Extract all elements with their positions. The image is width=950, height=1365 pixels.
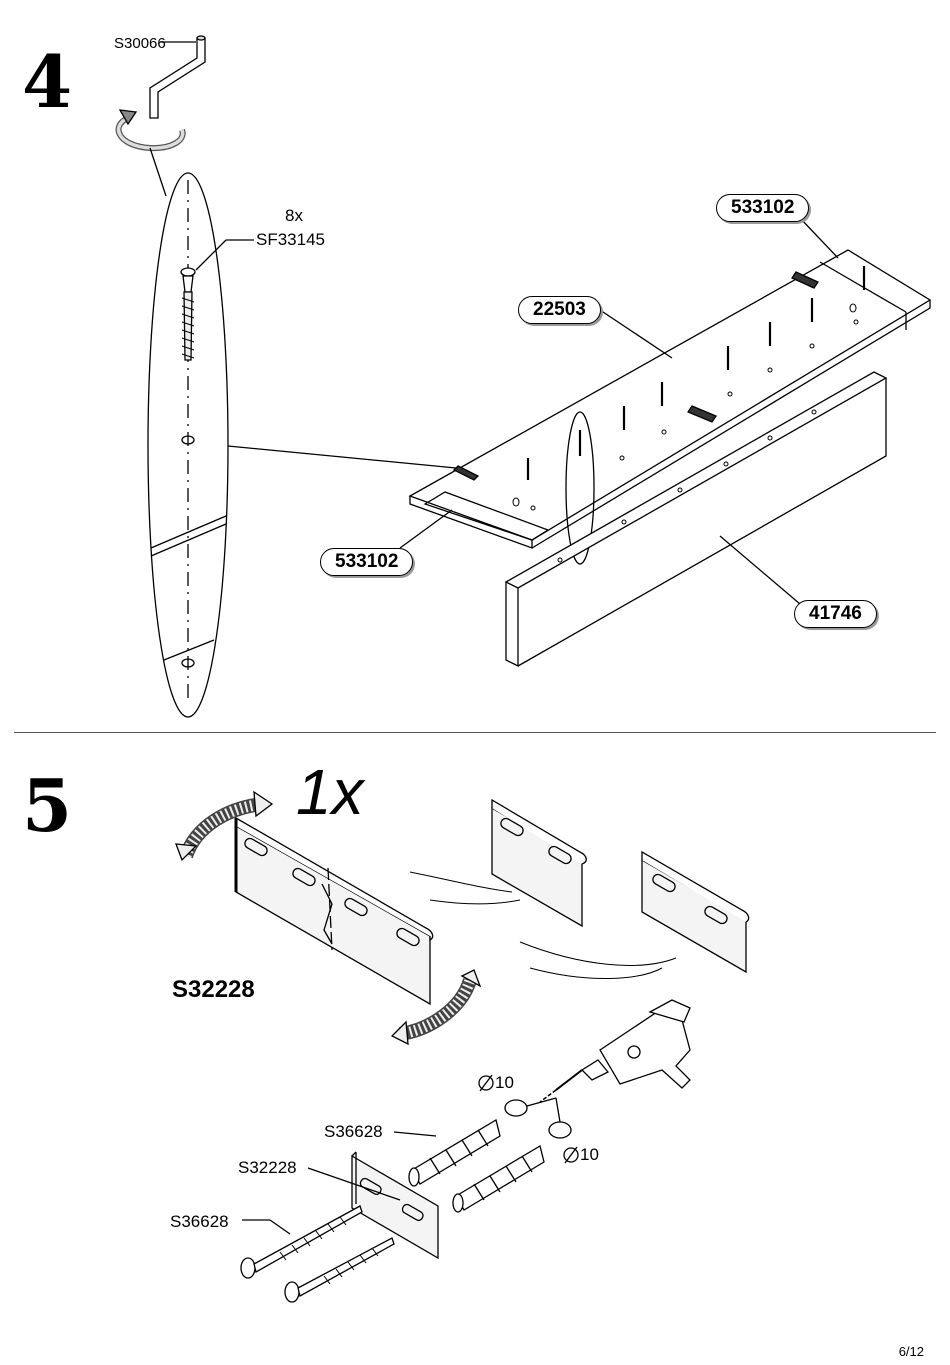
part-label-bottom-left: 533102 xyxy=(320,548,414,576)
flip-arrow-icon xyxy=(175,790,274,862)
front-board xyxy=(504,371,888,668)
wall-plug-label: S36628 xyxy=(324,1122,383,1141)
hex-key-label: S30066 xyxy=(114,35,166,52)
part-label-front: 41746 xyxy=(794,600,877,628)
wall-plug-icon xyxy=(408,1118,501,1187)
wall-plate-label: S32228 xyxy=(238,1158,297,1177)
flip-arrow-icon xyxy=(390,969,482,1046)
hex-key-icon xyxy=(149,35,206,119)
wall-bracket-half xyxy=(491,798,587,928)
page-number: 6/12 xyxy=(898,1344,924,1359)
step-quantity: 1x xyxy=(296,756,364,828)
step-divider xyxy=(14,732,936,733)
part-label-middle: 22503 xyxy=(518,296,601,324)
screw-icon xyxy=(180,267,196,361)
wall-bracket-long xyxy=(234,816,434,1006)
drill-diameter-bottom: 10 xyxy=(580,1145,599,1164)
screw-icon xyxy=(240,1205,363,1279)
screw-quantity: 8x xyxy=(285,206,303,225)
drill-icon xyxy=(539,999,691,1103)
bracket-part-label: S32228 xyxy=(172,976,255,1003)
part-label-top-right: 533102 xyxy=(716,194,810,222)
wall-plug-icon xyxy=(452,1144,545,1213)
rotate-arrow-icon xyxy=(115,109,186,152)
screw-label: S36628 xyxy=(170,1212,229,1231)
top-panel xyxy=(408,249,932,549)
screw-icon xyxy=(284,1237,395,1303)
drill-diameter-top: 10 xyxy=(495,1073,514,1092)
zoom-detail xyxy=(147,172,229,718)
step-number-5: 5 xyxy=(22,763,72,848)
wall-plate xyxy=(351,1151,439,1260)
step-number-4: 4 xyxy=(22,39,72,124)
wall-bracket-half xyxy=(641,850,750,974)
screw-part-label: SF33145 xyxy=(256,230,325,249)
